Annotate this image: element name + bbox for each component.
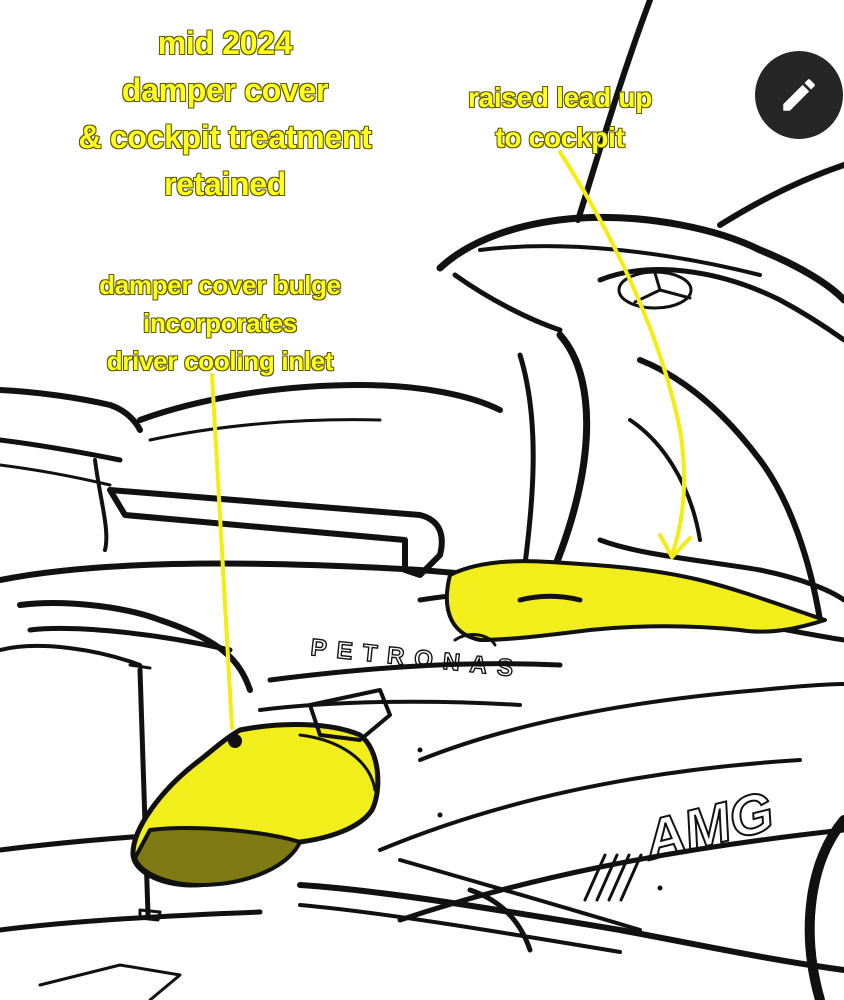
fastener-1 [417,747,423,753]
engine-cover-top [137,382,503,423]
annotation-line: to cockpit [495,121,626,153]
annotation-line: incorporates [142,307,298,338]
body-right-2 [378,758,802,852]
mercedes-star-icon [617,270,693,310]
damper-cover-plate [308,688,392,742]
suspension-arm-2 [298,903,622,954]
chassis-left [17,600,253,693]
halo-inner-top [452,272,563,333]
front-tyre [804,815,844,1000]
halo-front-pillar [541,331,591,594]
edit-button[interactable] [755,51,843,139]
antenna-base [138,908,162,922]
sidepod-left [0,644,142,667]
chassis-loop [27,625,233,653]
arrow-raised-lead [558,150,687,557]
pencil-icon [783,79,815,111]
annotation-line: damper cover bulge [98,269,341,300]
annotation-line: & cockpit treatment [78,118,373,155]
annotation-line: damper cover [121,71,329,108]
arrowhead-raised-lead [658,533,692,561]
car-outline-right [717,162,844,228]
suspension-arm-3 [398,858,642,932]
floor-bottom [0,909,263,933]
rear-wing-shade [0,463,112,487]
suspension-arm-1 [297,882,844,973]
front-wing-detail [38,963,182,1000]
engine-cover-inner [148,418,382,442]
pushrod [467,887,533,953]
annotation-damper-bulge: damper cover bulge incorporates driver c… [50,266,390,380]
annotation-line: mid 2024 [157,24,293,61]
annotation-raised-lead: raised lead up to cockpit [440,78,680,158]
fastener-3 [657,885,663,891]
annotation-line: raised lead up [467,81,653,113]
cockpit-lead-highlight [444,559,827,642]
endplate [93,458,109,552]
damper-cover-seam [298,733,377,792]
body-right-1 [418,682,844,762]
halo-rear [637,357,823,623]
antenna-tip [128,663,152,670]
cockpit-edge [597,537,844,603]
fastener-2 [437,812,443,818]
amg-logo-text: AMG [636,779,780,872]
damper-cover-inlet [133,826,302,887]
rear-wing-top [0,387,143,433]
damper-cover-dot [228,734,242,748]
cockpit-cooling-outlet [453,633,497,647]
antenna-post [137,667,151,918]
annotation-line: driver cooling inlet [106,345,334,376]
halo-rear-inner [628,418,702,542]
halo-side [597,267,844,343]
nose-line-upper [267,661,563,683]
halo-pillar-base [517,593,583,603]
mirror-body [107,487,445,578]
arrow-damper-bulge [210,373,234,730]
nose-line-lower [258,699,522,712]
halo-band [478,244,762,277]
annotation-mid-2024: mid 2024 damper cover & cockpit treatmen… [40,20,410,208]
annotation-line: retained [163,165,287,202]
rear-wing-lower [0,437,123,463]
halo-top [436,213,844,304]
amg-stripes [583,853,643,902]
